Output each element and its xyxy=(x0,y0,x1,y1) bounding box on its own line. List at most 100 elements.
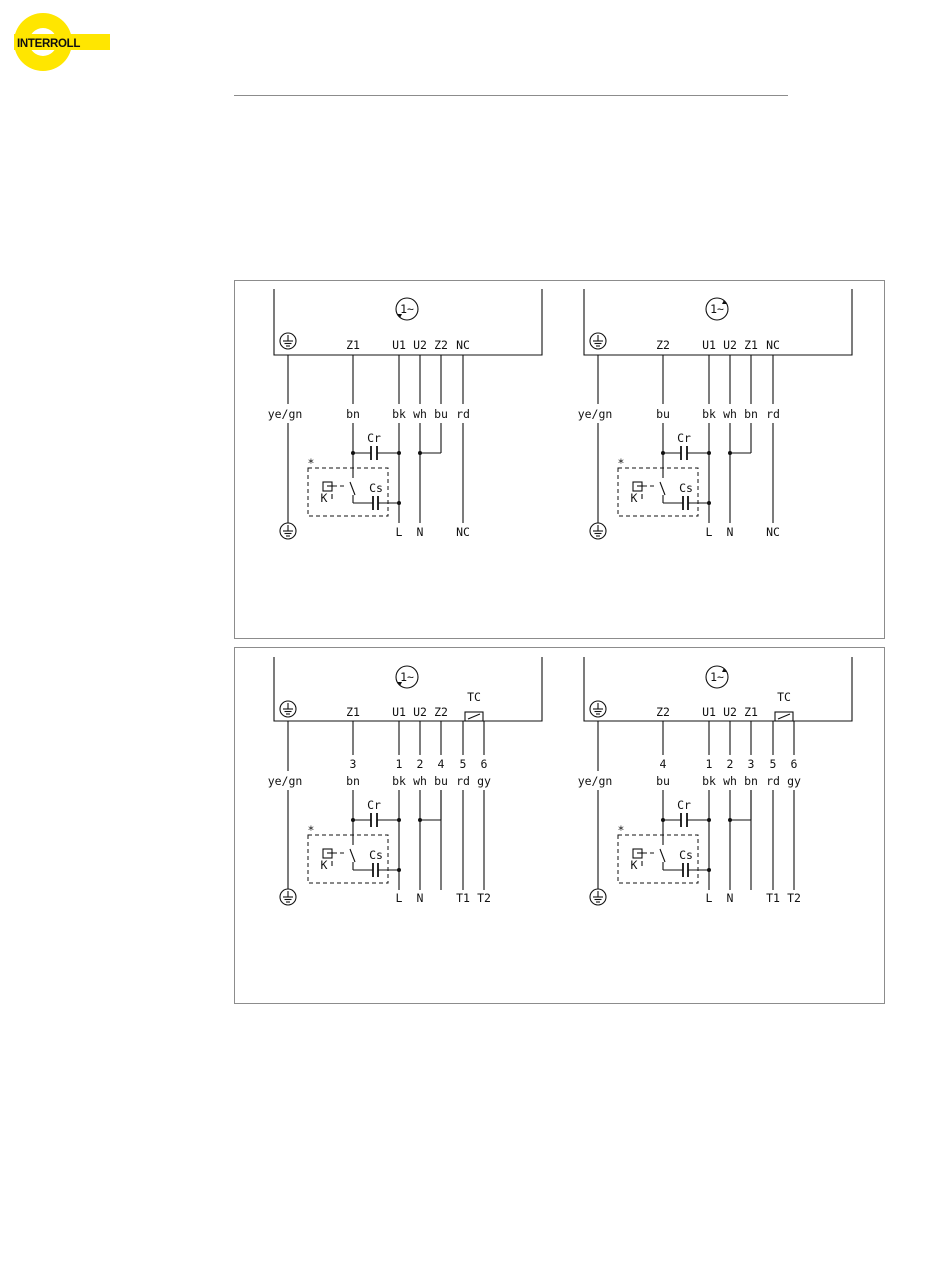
terminal-label: U1 xyxy=(702,705,716,719)
switch-blade xyxy=(660,482,665,495)
supply-label: T2 xyxy=(477,891,491,905)
switch-blade xyxy=(350,849,355,862)
relay-label: K xyxy=(321,491,328,505)
motor-label: 1~ xyxy=(710,670,724,684)
terminal-label: Z2 xyxy=(656,705,670,719)
wire-color-label: bn xyxy=(744,407,758,421)
terminal-label: Z2 xyxy=(434,338,448,352)
pin-number: 4 xyxy=(660,757,667,771)
pin-number: 5 xyxy=(460,757,467,771)
junction-dot xyxy=(707,451,711,455)
wire-color-label: bu xyxy=(434,774,448,788)
pin-number: 6 xyxy=(481,757,488,771)
terminal-label: U2 xyxy=(723,338,737,352)
wire-color-label: wh xyxy=(413,407,427,421)
pin-number: 5 xyxy=(770,757,777,771)
motor-ground-icon xyxy=(590,333,606,349)
logo-text: INTERROLL xyxy=(17,38,80,50)
terminal-label: Z2 xyxy=(656,338,670,352)
junction-dot xyxy=(397,818,401,822)
junction-dot xyxy=(418,451,422,455)
terminal-label: NC xyxy=(766,338,780,352)
rotation-symbol: 1~ xyxy=(706,298,728,320)
relay-asterisk: * xyxy=(618,823,625,837)
junction-dot xyxy=(397,451,401,455)
capacitor-start-label: Cs xyxy=(369,848,383,862)
interroll-logo: INTERROLL xyxy=(10,10,110,74)
motor-box xyxy=(584,657,852,721)
junction-dot xyxy=(707,868,711,872)
terminal-label: NC xyxy=(456,338,470,352)
supply-label: L xyxy=(706,525,713,539)
supply-label: L xyxy=(396,525,403,539)
pin-number: 6 xyxy=(791,757,798,771)
junction-dot xyxy=(728,451,732,455)
capacitor-run-label: Cr xyxy=(677,798,691,812)
motor-box xyxy=(584,289,852,355)
relay-asterisk: * xyxy=(308,823,315,837)
wire-color-label: ye/gn xyxy=(578,407,613,421)
wire-color-label: bu xyxy=(434,407,448,421)
terminal-label: U2 xyxy=(413,705,427,719)
pin-number: 3 xyxy=(748,757,755,771)
thermal-contact-element xyxy=(778,714,790,719)
rotation-symbol: 1~ xyxy=(396,298,418,320)
capacitor-start-label: Cs xyxy=(679,848,693,862)
rotation-symbol: 1~ xyxy=(396,666,418,688)
wire-color-label: gy xyxy=(787,774,801,788)
supply-label: N xyxy=(417,525,424,539)
motor-box xyxy=(274,289,542,355)
thermal-contact: TC xyxy=(463,690,484,725)
supply-label: NC xyxy=(456,525,470,539)
supply-ground-icon xyxy=(280,523,296,539)
terminal-label: Z1 xyxy=(744,338,758,352)
header-rule xyxy=(234,95,788,96)
relay-label: K xyxy=(321,858,328,872)
relay-label: K xyxy=(631,491,638,505)
thermal-contact: TC xyxy=(773,690,794,725)
wire-color-label: gy xyxy=(477,774,491,788)
pin-number: 3 xyxy=(350,757,357,771)
terminal-label: U1 xyxy=(392,705,406,719)
wire-color-label: bu xyxy=(656,774,670,788)
wire-color-label: bn xyxy=(744,774,758,788)
motor-label: 1~ xyxy=(710,302,724,316)
motor-ground-icon xyxy=(280,701,296,717)
supply-label: T1 xyxy=(456,891,470,905)
supply-label: T2 xyxy=(787,891,801,905)
junction-dot xyxy=(728,818,732,822)
capacitor-run-label: Cr xyxy=(367,798,381,812)
terminal-label: Z1 xyxy=(346,338,360,352)
wire-color-label: wh xyxy=(723,774,737,788)
pin-number: 1 xyxy=(396,757,403,771)
supply-label: N xyxy=(727,891,734,905)
supply-label: L xyxy=(706,891,713,905)
supply-label: N xyxy=(727,525,734,539)
junction-dot xyxy=(707,818,711,822)
supply-ground-icon xyxy=(590,523,606,539)
motor-box xyxy=(274,657,542,721)
junction-dot xyxy=(397,501,401,505)
panel-bottom: 1~Z1U1U2Z2TCye/gnbnbkwhburdgy312456Cr*KC… xyxy=(234,647,885,1004)
wire-color-label: ye/gn xyxy=(268,407,303,421)
terminal-label: U2 xyxy=(413,338,427,352)
junction-dot xyxy=(397,868,401,872)
pin-number: 4 xyxy=(438,757,445,771)
wire-color-label: bk xyxy=(702,407,716,421)
supply-ground-icon xyxy=(280,889,296,905)
junction-dot xyxy=(707,501,711,505)
wire-color-label: rd xyxy=(766,774,780,788)
terminal-label: U1 xyxy=(702,338,716,352)
wire-color-label: ye/gn xyxy=(578,774,613,788)
terminal-label: Z1 xyxy=(346,705,360,719)
switch-blade xyxy=(660,849,665,862)
wire-color-label: rd xyxy=(456,407,470,421)
terminal-label: U2 xyxy=(723,705,737,719)
supply-label: NC xyxy=(766,525,780,539)
supply-label: L xyxy=(396,891,403,905)
wire-color-label: bk xyxy=(392,774,406,788)
pin-number: 2 xyxy=(417,757,424,771)
